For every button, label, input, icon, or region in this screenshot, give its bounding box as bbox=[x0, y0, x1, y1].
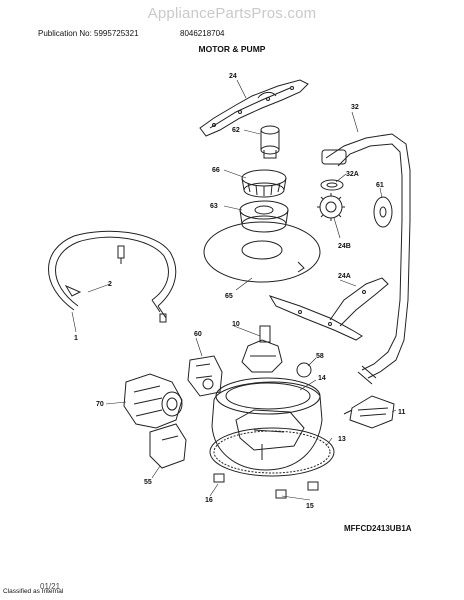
callout-labels: 24 32 62 66 32A 61 63 24B 2 65 24A 1 60 … bbox=[74, 73, 406, 510]
callout-14: 14 bbox=[318, 375, 326, 382]
callout-32a: 32A bbox=[346, 171, 359, 178]
ball-part-58[interactable] bbox=[296, 362, 312, 378]
callout-58: 58 bbox=[316, 353, 324, 360]
upper-spray-arm[interactable] bbox=[199, 79, 309, 137]
callout-65: 65 bbox=[225, 293, 233, 300]
callout-62: 62 bbox=[232, 127, 240, 134]
mount-bracket-55[interactable] bbox=[149, 423, 187, 469]
manifold-part-62[interactable] bbox=[260, 125, 280, 159]
heating-element[interactable] bbox=[48, 230, 177, 323]
callout-61: 61 bbox=[376, 182, 384, 189]
callout-11: 11 bbox=[398, 409, 406, 416]
callout-66: 66 bbox=[212, 167, 220, 174]
pump-cover-63[interactable] bbox=[239, 200, 289, 233]
diverter-motor-60[interactable] bbox=[187, 355, 223, 397]
foot-part-16[interactable] bbox=[213, 473, 225, 483]
lower-spray-arm[interactable] bbox=[268, 277, 389, 341]
publication-number: Publication No: 5995725321 bbox=[38, 29, 139, 38]
sensor-board-11[interactable] bbox=[343, 395, 395, 429]
footer-page-code: 01/21 bbox=[40, 582, 61, 591]
disc-part-61[interactable] bbox=[373, 196, 393, 228]
callout-13: 13 bbox=[338, 436, 346, 443]
callout-55: 55 bbox=[144, 479, 152, 486]
callout-15: 15 bbox=[306, 503, 314, 510]
callout-2: 2 bbox=[108, 281, 112, 288]
callout-24: 24 bbox=[229, 73, 237, 80]
callout-10: 10 bbox=[232, 321, 240, 328]
callout-1: 1 bbox=[74, 335, 78, 342]
sump-plate-65[interactable] bbox=[203, 221, 321, 283]
diverter-housing-10[interactable] bbox=[241, 325, 283, 373]
pump-motor-70[interactable] bbox=[123, 373, 183, 429]
callout-70: 70 bbox=[96, 401, 104, 408]
diagram-part-number: 8046218704 bbox=[180, 29, 225, 38]
callout-63: 63 bbox=[210, 203, 218, 210]
element-clip-2[interactable] bbox=[64, 245, 125, 297]
upper-wash-tube[interactable] bbox=[321, 133, 411, 385]
filter-part-66[interactable] bbox=[241, 169, 287, 198]
callout-60: 60 bbox=[194, 331, 202, 338]
foot-part-15[interactable] bbox=[275, 481, 319, 499]
sump-seal-13[interactable] bbox=[209, 427, 335, 477]
callout-24a: 24A bbox=[338, 273, 351, 280]
ring-part-32a[interactable] bbox=[320, 179, 344, 191]
gear-nut-24b[interactable] bbox=[317, 193, 345, 221]
model-code: MFFCD2413UB1A bbox=[344, 524, 412, 533]
leader-lines bbox=[71, 79, 397, 501]
callout-16: 16 bbox=[205, 497, 213, 504]
watermark-text: AppliancePartsPros.com bbox=[147, 5, 317, 22]
page-title: MOTOR & PUMP bbox=[198, 44, 266, 54]
callout-24b: 24B bbox=[338, 243, 351, 250]
sump-housing-14[interactable] bbox=[211, 377, 323, 471]
footer-classification: Classified as Internal bbox=[3, 588, 64, 595]
callout-32: 32 bbox=[351, 104, 359, 111]
